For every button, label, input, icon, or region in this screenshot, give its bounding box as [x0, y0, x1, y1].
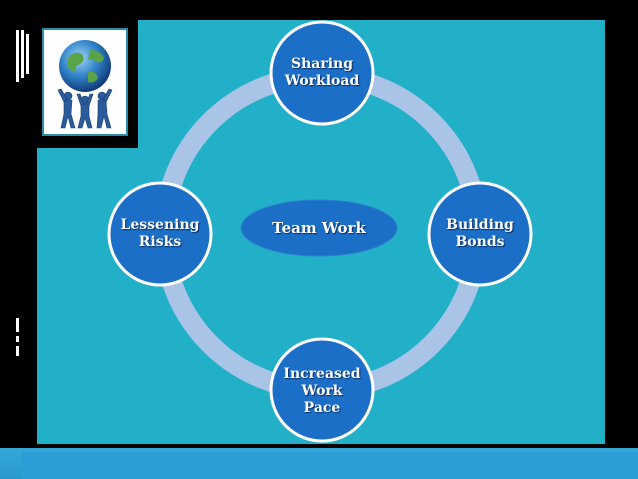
logo-picture: [42, 28, 128, 136]
node-label-sharing-workload: Sharing Workload: [284, 56, 360, 89]
center-label: Team Work: [272, 219, 366, 237]
globe-with-people-icon: [57, 40, 113, 129]
node-label-increased-work-pace: Increased Work Pace: [283, 365, 361, 416]
node-sharing-workload: [269, 20, 375, 126]
decorative-bars-bottom: [16, 318, 26, 358]
node-increased-work-pace: [269, 337, 375, 443]
node-label-lessening-risks: Lessening Risks: [120, 217, 200, 250]
center-ellipse: [240, 199, 398, 257]
bottom-band-line: [22, 452, 638, 479]
node-lessening-risks: [107, 181, 213, 287]
node-label-building-bonds: Building Bonds: [446, 217, 514, 250]
left-margin-strip: [0, 0, 22, 479]
node-building-bonds: [427, 181, 533, 287]
decorative-bars-top: [16, 30, 32, 82]
